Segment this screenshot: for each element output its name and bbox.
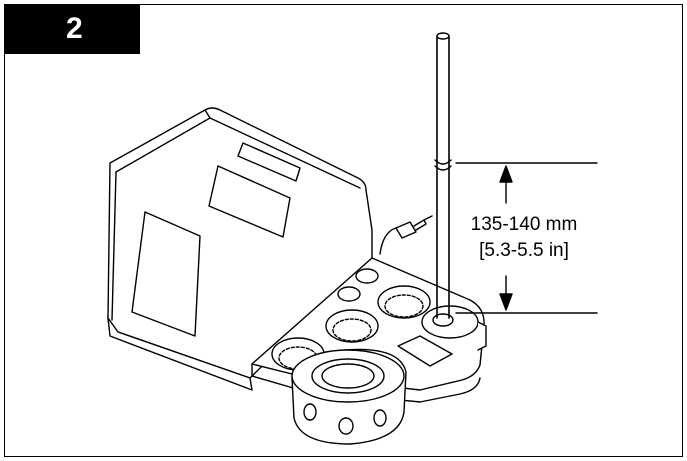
dimension-imperial: [5.3-5.5 in] <box>479 240 569 261</box>
dimension-metric: 135-140 mm <box>470 214 578 235</box>
step-number: 2 <box>66 12 83 45</box>
step-number-badge: 2 <box>4 4 140 54</box>
rod-holder <box>421 305 487 351</box>
figure-frame <box>4 4 683 457</box>
electrode-stand <box>291 348 407 445</box>
support-rod <box>434 32 452 319</box>
dimension-marker <box>455 162 598 314</box>
meter-display-panel <box>131 142 301 337</box>
probe-cable <box>379 215 433 255</box>
